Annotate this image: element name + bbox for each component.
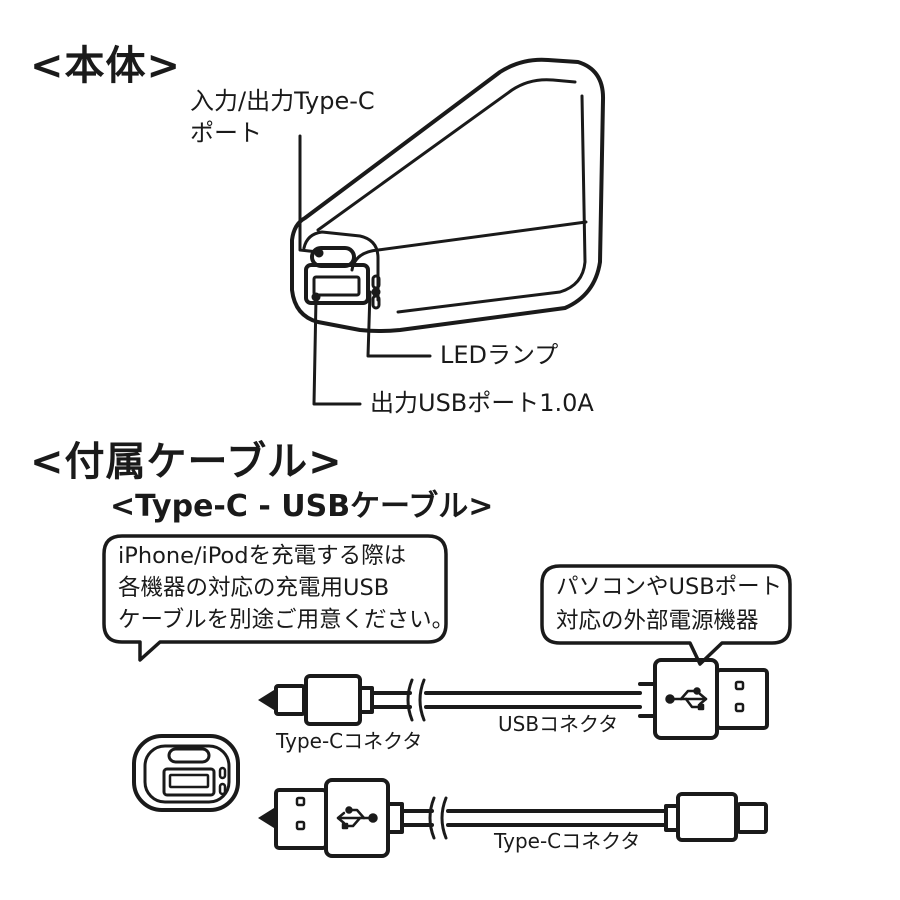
note-bubble-pc	[540, 564, 792, 666]
note-iphone-line: ケーブルを別途ご用意ください。	[118, 607, 455, 633]
power-bank-end-view	[132, 734, 240, 812]
label-port-line2: ポート	[190, 119, 262, 147]
section-title-main-unit: <本体>	[30, 43, 182, 89]
note-iphone-line: 各機器の対応の充電用USB	[118, 575, 390, 601]
usb-a-plug	[324, 778, 390, 858]
section-title-cable: <付属ケーブル>	[30, 439, 343, 485]
led-lamp-icon	[371, 274, 381, 290]
usb-symbol-icon	[336, 806, 378, 830]
arrow-left-icon	[258, 690, 274, 710]
note-pc-line: 対応の外部電源機器	[556, 608, 759, 634]
note-iphone-line: iPhone/iPodを充電する際は	[118, 543, 407, 569]
label-typec-connector-lower: Type-Cコネクタ	[494, 829, 641, 853]
label-usb-output: 出力USBポート1.0A	[370, 389, 594, 417]
note-pc: パソコンやUSBポート 対応の外部電源機器	[556, 570, 782, 638]
cable-upper	[258, 658, 769, 740]
cable-lower	[258, 778, 768, 858]
label-led-lamp: LEDランプ	[440, 341, 559, 369]
leader-lines	[298, 134, 432, 406]
label-usb-connector: USBコネクタ	[498, 712, 619, 736]
section-subtitle-cable-type: <Type-C - USBケーブル>	[110, 489, 494, 524]
label-typec-connector-upper: Type-Cコネクタ	[276, 729, 423, 753]
note-pc-line: パソコンやUSBポート	[556, 574, 783, 600]
note-bubble-iphone	[102, 534, 448, 662]
led-lamp-icon	[371, 294, 381, 310]
note-iphone: iPhone/iPodを充電する際は 各機器の対応の充電用USB ケーブルを別途…	[118, 540, 454, 636]
label-port-line1: 入力/出力Type-C	[190, 87, 375, 115]
arrow-left-icon	[258, 808, 274, 828]
usb-symbol-icon	[665, 687, 708, 711]
usb-a-port	[304, 263, 370, 305]
